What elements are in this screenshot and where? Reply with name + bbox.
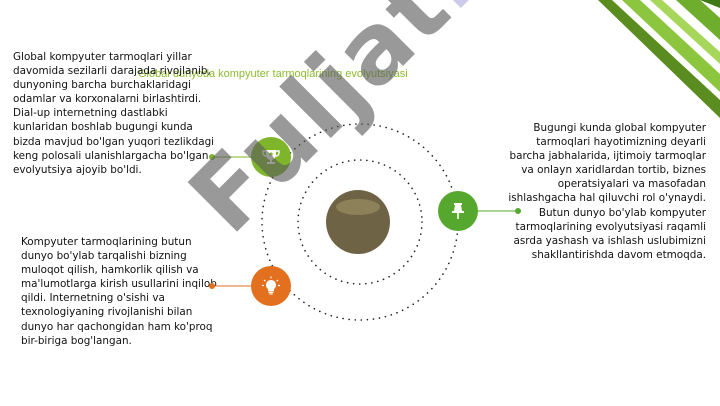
pushpin-node: [438, 191, 478, 231]
connector-dot-bulb: [209, 283, 215, 289]
lightbulb-node: [251, 266, 291, 306]
inner-orbit: [297, 159, 423, 285]
lightbulb-icon: [262, 276, 280, 295]
paragraph-left-bottom: Kompyuter tarmoqlarining butun dunyo bo'…: [21, 236, 217, 347]
connector-dot-trophy: [209, 154, 215, 160]
connector-dot-pin: [515, 208, 521, 214]
trophy-node: [251, 137, 291, 177]
trophy-icon: [262, 150, 280, 164]
paragraph-right: Bugungi kunda global kompyuter tarmoqlar…: [508, 122, 706, 261]
pushpin-icon: [452, 203, 464, 219]
slide-title: Global dunyoda kompyuter tarmoqlarining …: [138, 68, 408, 80]
paragraph-left-top: Global kompyuter tarmoqlari yillar davom…: [13, 51, 215, 176]
